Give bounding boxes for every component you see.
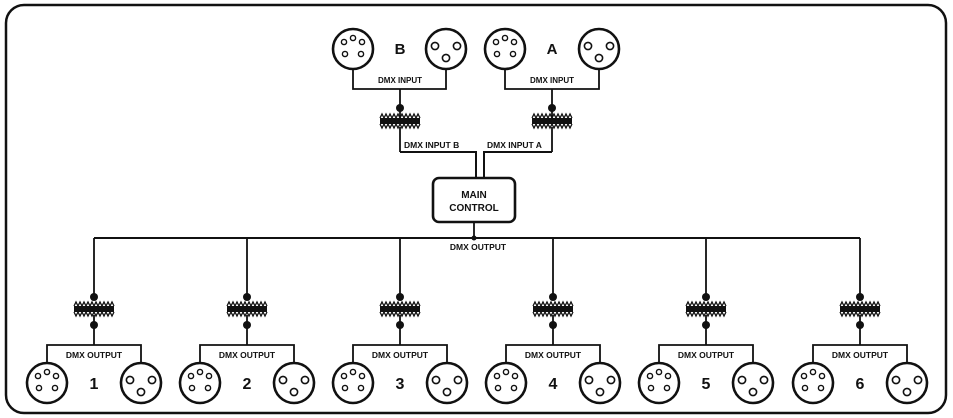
junction-dot bbox=[548, 104, 556, 112]
junction-dot bbox=[243, 293, 251, 301]
xlr-3pin-connector-icon bbox=[578, 361, 622, 405]
main-control-line2: CONTROL bbox=[449, 203, 498, 214]
xlr-5pin-connector-icon bbox=[331, 27, 375, 71]
output-label: DMX OUTPUT bbox=[525, 350, 582, 360]
output-number: 4 bbox=[549, 376, 558, 393]
output-branch-1: DMX OUTPUT 1 bbox=[25, 238, 163, 405]
xlr-5pin-connector-icon bbox=[178, 361, 222, 405]
xlr-5pin-connector-icon bbox=[331, 361, 375, 405]
output-branch-6: DMX OUTPUT 6 bbox=[791, 238, 929, 405]
output-cable-bracket bbox=[199, 344, 295, 363]
input-letter-a: A bbox=[547, 41, 558, 58]
output-number: 5 bbox=[702, 376, 711, 393]
xlr-5pin-connector-icon bbox=[25, 361, 69, 405]
xlr-3pin-connector-icon bbox=[885, 361, 929, 405]
output-branch-4: DMX OUTPUT 4 bbox=[484, 238, 622, 405]
output-branch-2: DMX OUTPUT 2 bbox=[178, 238, 316, 405]
input-cable-label: DMX INPUT bbox=[378, 76, 422, 85]
junction-dot bbox=[396, 104, 404, 112]
junction-dot bbox=[549, 293, 557, 301]
input-connector-group-b: B DMX INPUT DMX INPUT B bbox=[331, 27, 477, 178]
output-label: DMX OUTPUT bbox=[832, 350, 889, 360]
output-cable-bracket bbox=[812, 344, 908, 363]
xlr-3pin-connector-icon bbox=[731, 361, 775, 405]
output-number: 3 bbox=[396, 376, 405, 393]
main-control-line1: MAIN bbox=[461, 190, 487, 201]
junction-dot bbox=[90, 293, 98, 301]
output-number: 2 bbox=[243, 376, 252, 393]
xlr-5pin-connector-icon bbox=[791, 361, 835, 405]
xlr-3pin-connector-icon bbox=[577, 27, 621, 71]
main-control-box: MAIN CONTROL bbox=[431, 176, 517, 224]
bus-label: DMX OUTPUT bbox=[450, 242, 507, 252]
output-branch-5: DMX OUTPUT 5 bbox=[637, 238, 775, 405]
xlr-3pin-connector-icon bbox=[119, 361, 163, 405]
output-cable-bracket bbox=[658, 344, 754, 363]
output-label: DMX OUTPUT bbox=[66, 350, 123, 360]
output-label: DMX OUTPUT bbox=[219, 350, 276, 360]
output-number: 6 bbox=[856, 376, 865, 393]
input-line-label-a: DMX INPUT A bbox=[487, 140, 542, 150]
junction-dot bbox=[396, 293, 404, 301]
input-connector-group-a: A DMX INPUT DMX INPUT A bbox=[483, 27, 621, 178]
input-line-label-b: DMX INPUT B bbox=[404, 140, 459, 150]
input-cable-label: DMX INPUT bbox=[530, 76, 574, 85]
output-label: DMX OUTPUT bbox=[372, 350, 429, 360]
output-number: 1 bbox=[90, 376, 99, 393]
output-cable-bracket bbox=[46, 344, 142, 363]
xlr-3pin-connector-icon bbox=[272, 361, 316, 405]
xlr-3pin-connector-icon bbox=[425, 361, 469, 405]
output-label: DMX OUTPUT bbox=[678, 350, 735, 360]
input-letter-b: B bbox=[395, 41, 406, 58]
xlr-5pin-connector-icon bbox=[483, 27, 527, 71]
xlr-3pin-connector-icon bbox=[424, 27, 468, 71]
junction-dot bbox=[856, 293, 864, 301]
output-branch-3: DMX OUTPUT 3 bbox=[331, 238, 469, 405]
xlr-5pin-connector-icon bbox=[637, 361, 681, 405]
junction-dot bbox=[702, 293, 710, 301]
xlr-5pin-connector-icon bbox=[484, 361, 528, 405]
output-cable-bracket bbox=[352, 344, 448, 363]
output-cable-bracket bbox=[505, 344, 601, 363]
